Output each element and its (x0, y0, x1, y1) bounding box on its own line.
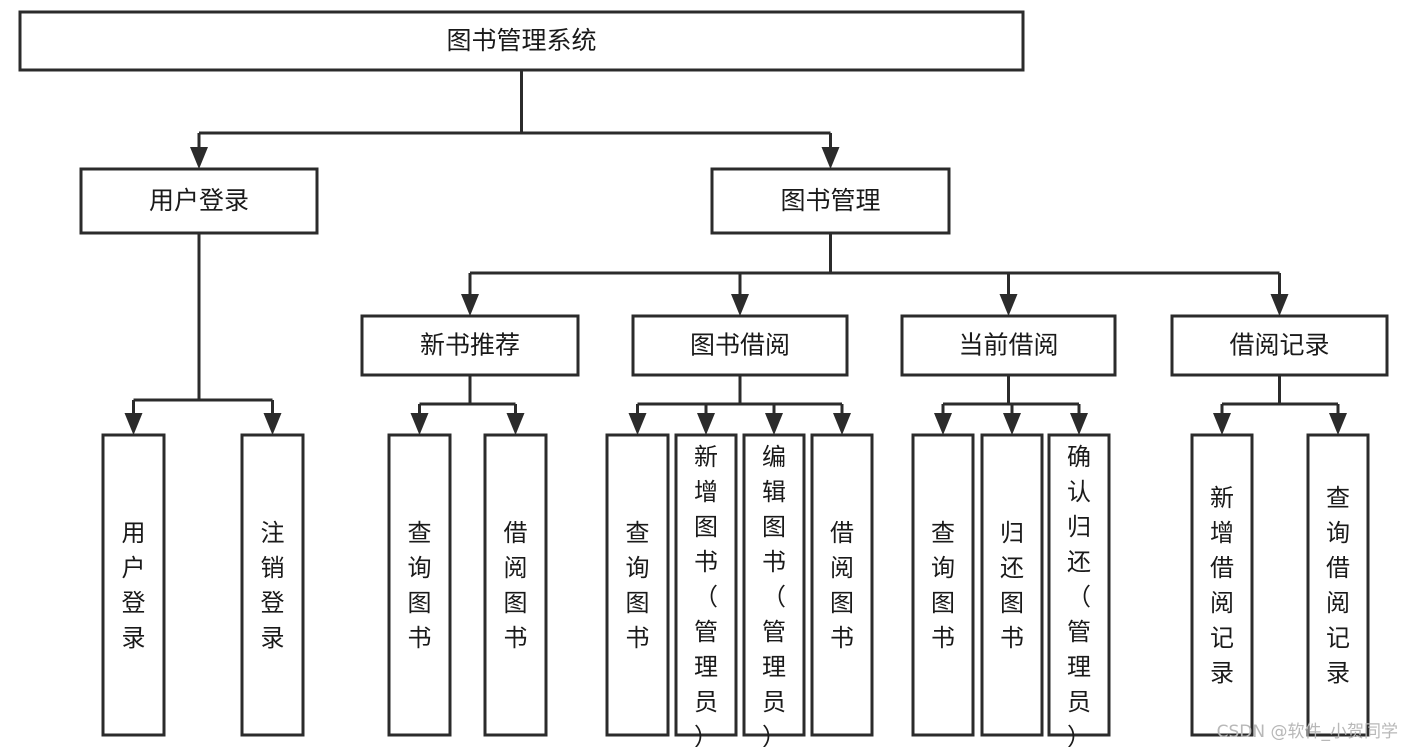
node-layer: 图书管理系统用户登录图书管理新书推荐图书借阅当前借阅借阅记录用户登录注销登录查询… (18, 10, 1389, 747)
node-label-root: 图书管理系统 (446, 26, 596, 55)
arrow-head-icon (1070, 413, 1088, 435)
arrow-head-icon (1213, 413, 1231, 435)
node-leaf-add-book[interactable]: 新增图书（管理员） (674, 433, 738, 747)
node-box-leaf-confirm-return (1047, 433, 1111, 737)
arrow-head-icon (628, 413, 647, 435)
node-label-leaf-return-book: 归还图书 (1000, 519, 1024, 652)
node-book-borrow[interactable]: 图书借阅 (631, 314, 849, 377)
connector-layer (124, 70, 1347, 435)
node-current-borrow[interactable]: 当前借阅 (900, 314, 1117, 377)
node-leaf-query-book-1[interactable]: 查询图书 (387, 433, 452, 737)
csdn-watermark: CSDN @软件_小贺同学 (1217, 722, 1398, 742)
node-box-leaf-query-record (1306, 433, 1370, 737)
node-box-leaf-user-login (101, 433, 166, 737)
node-box-new-book-recommend (360, 314, 580, 377)
node-label-leaf-add-book: 新增图书（管理员） (694, 443, 718, 747)
node-leaf-confirm-return[interactable]: 确认归还（管理员） (1047, 433, 1111, 747)
node-label-leaf-edit-book: 编辑图书（管理员） (762, 443, 786, 747)
node-label-leaf-confirm-return: 确认归还（管理员） (1067, 443, 1091, 747)
node-box-leaf-query-book-3 (911, 433, 975, 737)
arrow-head-icon (410, 413, 429, 435)
node-label-leaf-borrow-book-1: 借阅图书 (504, 519, 528, 652)
node-leaf-query-book-3[interactable]: 查询图书 (911, 433, 975, 737)
node-label-leaf-query-book-3: 查询图书 (931, 519, 955, 652)
arrow-head-icon (461, 294, 479, 316)
node-leaf-add-record[interactable]: 新增借阅记录 (1190, 433, 1254, 737)
node-box-borrow-record (1170, 314, 1389, 377)
node-root[interactable]: 图书管理系统 (18, 10, 1025, 72)
arrow-head-icon (1003, 413, 1021, 435)
node-leaf-edit-book[interactable]: 编辑图书（管理员） (742, 433, 806, 747)
node-label-current-borrow: 当前借阅 (958, 331, 1058, 360)
node-label-leaf-query-book-2: 查询图书 (626, 519, 650, 652)
node-label-leaf-query-book-1: 查询图书 (408, 519, 432, 652)
node-label-new-book-recommend: 新书推荐 (420, 331, 520, 360)
node-leaf-return-book[interactable]: 归还图书 (980, 433, 1044, 737)
node-label-borrow-record: 借阅记录 (1229, 331, 1329, 360)
arrow-head-icon (833, 413, 851, 435)
node-leaf-query-record[interactable]: 查询借阅记录 (1306, 433, 1370, 737)
arrow-head-icon (765, 413, 783, 435)
node-leaf-query-book-2[interactable]: 查询图书 (605, 433, 670, 737)
node-box-book-manage (710, 167, 951, 235)
node-user-login[interactable]: 用户登录 (79, 167, 319, 235)
node-label-leaf-user-logout: 注销登录 (261, 519, 285, 652)
arrow-head-icon (999, 294, 1018, 316)
node-box-leaf-return-book (980, 433, 1044, 737)
node-label-leaf-user-login: 用户登录 (122, 519, 146, 652)
node-label-book-manage: 图书管理 (780, 186, 880, 215)
node-new-book-recommend[interactable]: 新书推荐 (360, 314, 580, 377)
node-borrow-record[interactable]: 借阅记录 (1170, 314, 1389, 377)
node-box-root (18, 10, 1025, 72)
arrow-head-icon (263, 413, 282, 435)
node-box-leaf-add-record (1190, 433, 1254, 737)
arrow-head-icon (731, 294, 749, 316)
node-box-current-borrow (900, 314, 1117, 377)
node-box-leaf-query-book-2 (605, 433, 670, 737)
arrow-head-icon (1329, 413, 1347, 435)
node-box-leaf-borrow-book-1 (483, 433, 548, 737)
node-box-leaf-edit-book (742, 433, 806, 737)
node-label-leaf-add-record: 新增借阅记录 (1210, 484, 1234, 687)
node-leaf-user-logout[interactable]: 注销登录 (240, 433, 305, 737)
arrow-head-icon (124, 413, 143, 435)
node-box-user-login (79, 167, 319, 235)
arrow-head-icon (934, 413, 952, 435)
arrow-head-icon (1270, 294, 1289, 316)
node-label-leaf-query-record: 查询借阅记录 (1326, 484, 1350, 687)
node-leaf-borrow-book-1[interactable]: 借阅图书 (483, 433, 548, 737)
arrow-head-icon (506, 413, 525, 435)
node-label-book-borrow: 图书借阅 (690, 331, 790, 360)
node-box-leaf-query-book-1 (387, 433, 452, 737)
node-box-book-borrow (631, 314, 849, 377)
arrow-head-icon (697, 413, 715, 435)
node-leaf-user-login[interactable]: 用户登录 (101, 433, 166, 737)
node-leaf-borrow-book-2[interactable]: 借阅图书 (810, 433, 874, 737)
node-box-leaf-add-book (674, 433, 738, 737)
node-book-manage[interactable]: 图书管理 (710, 167, 951, 235)
node-box-leaf-user-logout (240, 433, 305, 737)
node-box-leaf-borrow-book-2 (810, 433, 874, 737)
arrow-head-icon (190, 147, 208, 169)
node-label-leaf-borrow-book-2: 借阅图书 (830, 519, 854, 652)
arrow-head-icon (821, 147, 840, 169)
node-label-user-login: 用户登录 (149, 186, 249, 215)
